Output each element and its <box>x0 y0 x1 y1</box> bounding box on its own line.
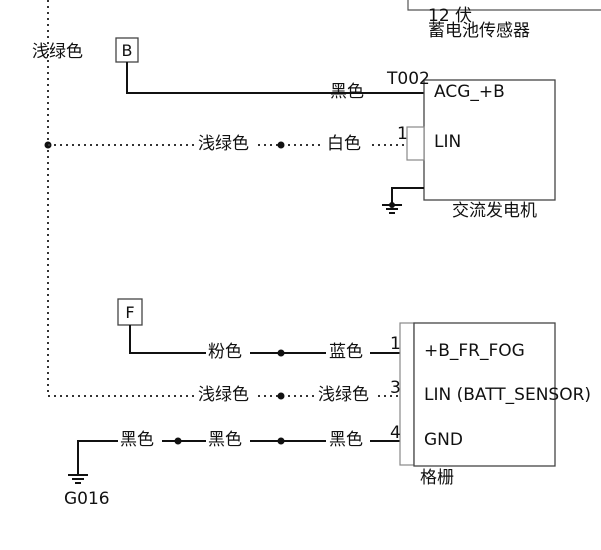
fog-left-label-bg <box>206 339 250 361</box>
battery-sensor-label-1: 12 伏 <box>428 6 472 26</box>
connector-f-label: F <box>125 303 134 322</box>
grille-box <box>413 322 556 467</box>
connector-f: F <box>117 298 143 326</box>
alternator-pin-lin-name: LIN <box>434 132 461 152</box>
alternator-lin-connector <box>406 126 425 161</box>
grille-pin-4-number: 4 <box>390 423 401 443</box>
alternator-pin-acg-name: ACG_+B <box>434 82 505 102</box>
grille-connector <box>399 322 415 466</box>
gnd-wire <box>77 440 400 475</box>
g016-ground-symbol <box>68 474 88 484</box>
gnd-mid-label-bg <box>206 427 250 449</box>
gnd-splice-dot-1 <box>174 437 182 445</box>
lin-left-color-label: 浅绿色 <box>198 134 249 154</box>
alternator-ground <box>382 187 424 214</box>
gnd-mid-color-label: 黑色 <box>208 430 242 450</box>
g016-ground: G016 <box>64 474 110 509</box>
alternator-code: T002 <box>386 69 430 89</box>
gnd-right-label-bg <box>326 427 370 449</box>
grille: 1 +B_FR_FOG 3 LIN (BATT_SENSOR) 4 GND 格栅 <box>390 322 591 488</box>
alternator-name: 交流发电机 <box>452 201 537 221</box>
alternator-pin-lin-number: 1 <box>397 124 408 144</box>
alternator-lin-splice-dot <box>277 141 285 149</box>
grille-pin-1-name: +B_FR_FOG <box>424 341 525 361</box>
lin-right-color-label: 白色 <box>327 134 361 154</box>
alternator-ground-dot <box>389 202 395 208</box>
acg-b-wire <box>126 62 424 94</box>
alternator-ground-wire <box>391 187 424 205</box>
gnd-right-color-label: 黑色 <box>329 430 363 450</box>
left-trunk-color-label: 浅绿色 <box>32 42 83 62</box>
grille-pin-3-number: 3 <box>390 378 401 398</box>
fog-left-color-label: 粉色 <box>208 342 242 362</box>
sensor-left-label-bg <box>196 382 256 404</box>
g016-label: G016 <box>64 489 110 509</box>
battery-sensor-box <box>407 0 601 11</box>
grille-pin-3-name: LIN (BATT_SENSOR) <box>424 385 591 405</box>
gnd-splice-dot-2 <box>277 437 285 445</box>
lin-right-label-bg <box>324 131 368 153</box>
battery-sensor-label-2: 蓄电池传感器 <box>428 21 530 41</box>
acg-wire-color-label: 黑色 <box>330 82 364 102</box>
battery-sensor: 12 伏 蓄电池传感器 <box>407 0 601 41</box>
sensor-right-color-label: 浅绿色 <box>318 385 369 405</box>
sensor-right-label-bg <box>316 382 376 404</box>
grille-pin-1-number: 1 <box>390 334 401 354</box>
grille-name: 格栅 <box>420 468 454 488</box>
connector-b-label: B <box>122 41 133 60</box>
fog-splice-dot <box>277 349 285 357</box>
gnd-left-label-bg <box>118 427 162 449</box>
fog-right-color-label: 蓝色 <box>329 342 363 362</box>
fog-right-label-bg <box>326 339 370 361</box>
fog-wire <box>129 325 400 354</box>
grille-pin-4-name: GND <box>424 430 463 450</box>
alternator: T002 ACG_+B 1 LIN 交流发电机 <box>386 69 556 221</box>
alternator-box <box>423 79 556 201</box>
sensor-left-color-label: 浅绿色 <box>198 385 249 405</box>
sensor-lin-splice-dot <box>277 392 285 400</box>
lin-left-label-bg <box>196 131 256 153</box>
connector-b: B <box>115 37 139 63</box>
gnd-left-color-label: 黑色 <box>120 430 154 450</box>
